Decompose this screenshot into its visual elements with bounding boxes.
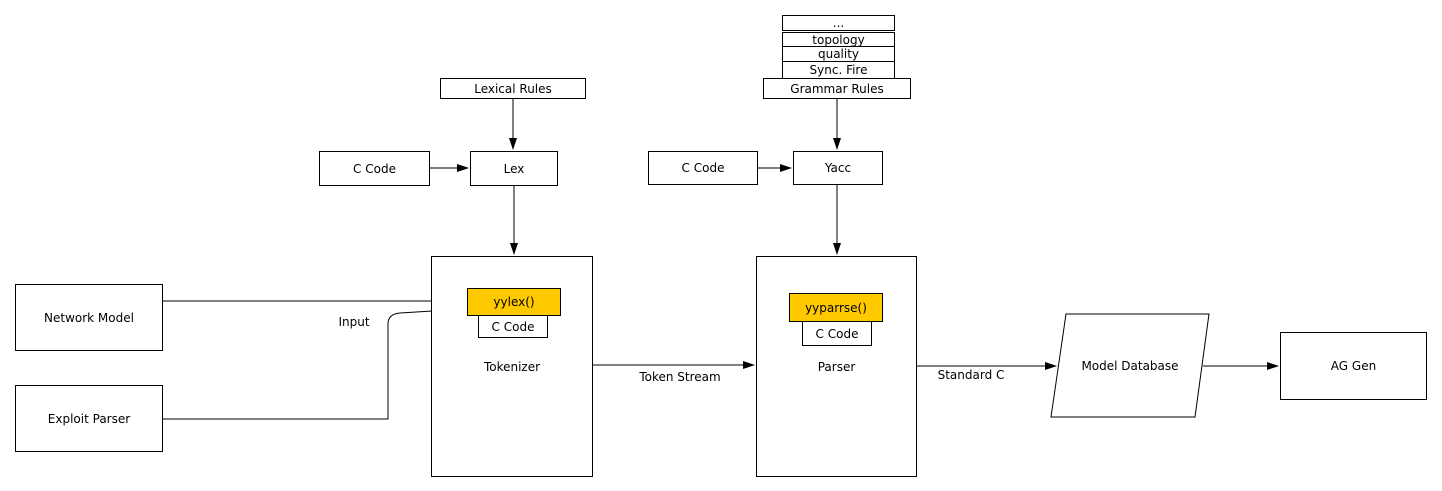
node-c-code-tokenizer: C Code — [478, 315, 548, 338]
node-c-code-yacc: C Code — [648, 151, 758, 185]
edge-label-input: Input — [338, 315, 370, 329]
node-c-code-parser: C Code — [802, 321, 872, 346]
node-grammar-rules: Grammar Rules — [763, 78, 911, 99]
node-parser: Parser — [756, 256, 917, 477]
model-database-shape — [1050, 313, 1210, 418]
node-yacc: Yacc — [793, 151, 883, 185]
stack-row-topology: topology — [782, 32, 895, 47]
node-network-model: Network Model — [15, 284, 163, 351]
edge-label-token-stream: Token Stream — [639, 370, 721, 384]
stack-row-quality: quality — [782, 46, 895, 62]
node-yylex: yylex() — [467, 288, 561, 316]
edge-label-standard-c: Standard C — [937, 368, 1005, 382]
node-lexical-rules: Lexical Rules — [440, 78, 586, 99]
stack-row-sync-fire: Sync. Fire — [782, 61, 895, 79]
node-model-database: Model Database — [1081, 358, 1179, 373]
node-c-code-lex: C Code — [319, 151, 430, 186]
stack-row-ellipsis: ... — [782, 15, 895, 31]
edge-exploit-parser-to-yylex — [163, 305, 466, 420]
node-yyparse: yyparrse() — [789, 293, 883, 322]
node-exploit-parser: Exploit Parser — [15, 385, 163, 452]
node-ag-gen: AG Gen — [1280, 332, 1427, 400]
node-lex: Lex — [470, 151, 558, 186]
